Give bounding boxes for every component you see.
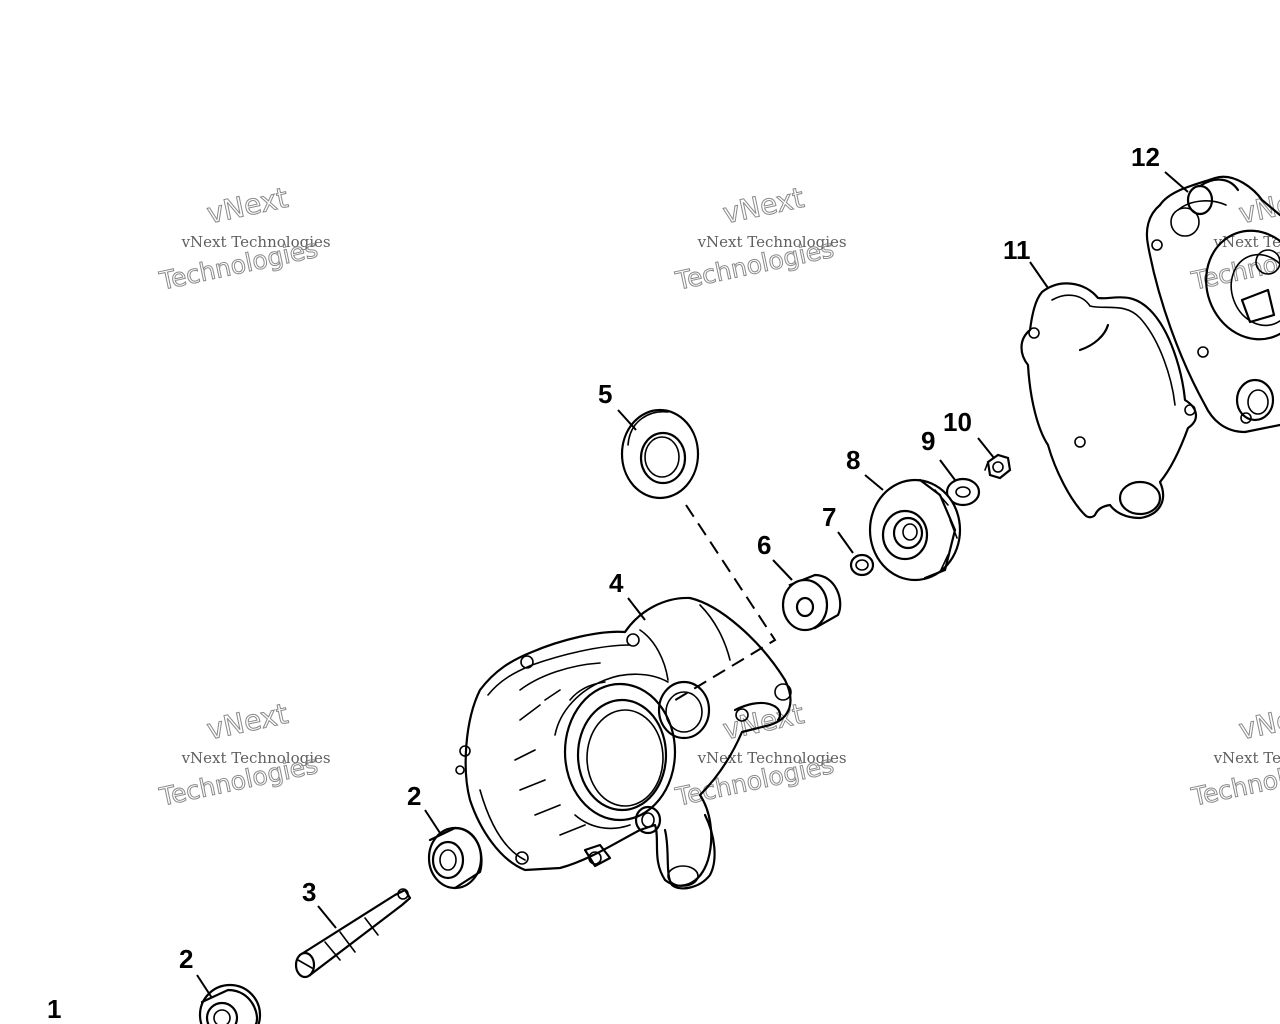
assembly-line [671, 504, 777, 703]
watermark-company: vNext Technologies [181, 233, 331, 251]
part-11-gasket [1020, 282, 1197, 520]
part-7-snap-ring [849, 553, 875, 577]
part-2-bearing-upper [427, 826, 483, 890]
watermark-vnext: vNext [720, 181, 807, 230]
callout-9: 9 [921, 426, 935, 456]
watermark-bottom-right: vNext vNext Technologies Technologies [1188, 697, 1280, 813]
callout-12: 12 [1131, 142, 1160, 172]
watermark-vnext: vNext [720, 697, 807, 746]
watermark-bottom-left: vNext vNext Technologies Technologies [156, 697, 331, 813]
callout-2-upper: 2 [407, 781, 421, 811]
callout-6: 6 [757, 530, 771, 560]
watermark-company: vNext Technologies [697, 233, 847, 251]
callout-7: 7 [822, 502, 836, 532]
callout-11: 11 [1003, 235, 1031, 265]
part-6-seal [781, 573, 842, 632]
watermark-company: vNext Technologies [181, 749, 331, 767]
callout-4: 4 [609, 568, 624, 598]
part-12-pump-cover [1145, 175, 1280, 434]
part-8-impeller [868, 478, 962, 582]
watermark-vnext: vNext [204, 181, 291, 230]
watermark-bottom-center: vNext vNext Technologies Technologies [672, 697, 847, 813]
watermark-top-left: vNext vNext Technologies Technologies [156, 181, 331, 297]
part-2-bearing-lower [198, 983, 262, 1024]
callout-3: 3 [302, 877, 316, 907]
part-3-shaft [294, 888, 412, 979]
callout-10: 10 [943, 407, 972, 437]
part-10-nut [984, 453, 1012, 480]
watermark-company: vNext Technologies [697, 749, 847, 767]
leader-lines [196, 171, 1189, 999]
watermark-company: vNext Technologies [1213, 749, 1280, 767]
callout-2-lower: 2 [179, 944, 193, 974]
part-9-washer [945, 477, 981, 507]
part-4-pump-housing [455, 596, 792, 890]
watermark-vnext: vNext [1236, 181, 1280, 230]
callout-5: 5 [598, 379, 612, 409]
watermark-top-center: vNext vNext Technologies Technologies [672, 181, 847, 297]
watermark-vnext: vNext [1236, 697, 1280, 746]
callout-1: 1 [47, 994, 61, 1024]
callout-8: 8 [846, 445, 860, 475]
watermark-vnext: vNext [204, 697, 291, 746]
part-5-oil-seal [620, 408, 700, 500]
